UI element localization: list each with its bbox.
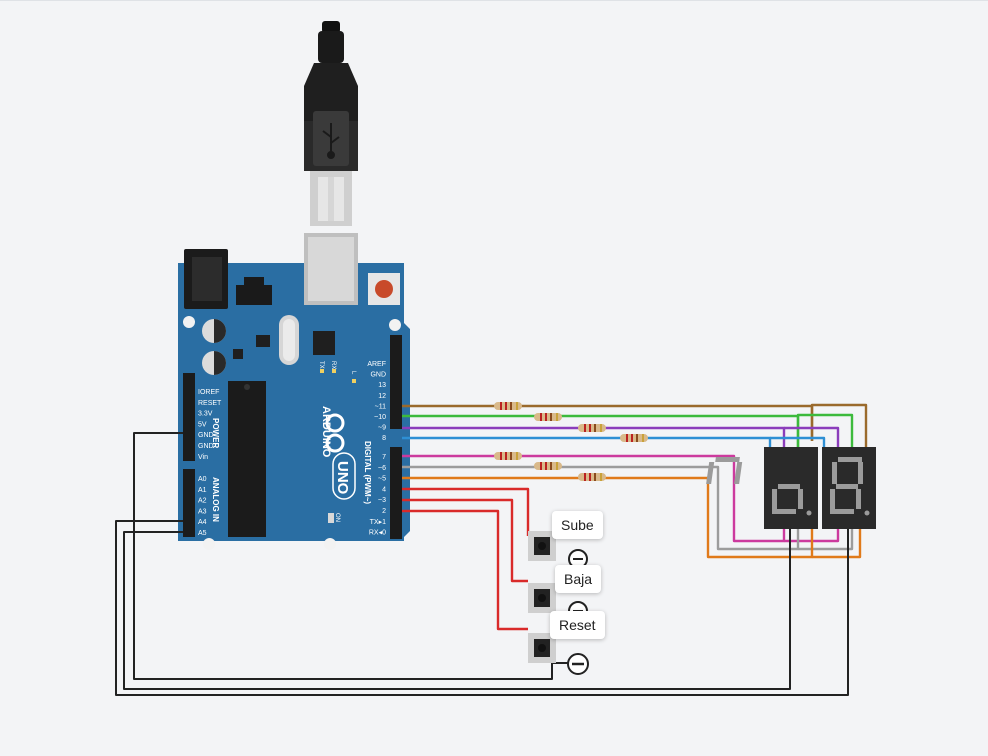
button-wires[interactable]: [402, 487, 530, 631]
pin-label: 13: [378, 382, 386, 389]
digital-pin-labels: AREF GND 13 12 ~11 ~10 ~9 8 7 ~6 ~5 4 ~3 2TX▸1RX◂0: [367, 361, 386, 537]
wire-blue-2: [770, 436, 826, 447]
pin-label: A4: [198, 519, 207, 526]
pin-label: ~5: [378, 476, 386, 483]
arduino-board[interactable]: ARDUINO UNO TX RX L ON POWER ANALOG IN D…: [178, 233, 410, 550]
pin-label: ~11: [375, 403, 386, 410]
svg-text:ANALOG IN: ANALOG IN: [211, 477, 220, 522]
pin-label: ~9: [378, 425, 386, 432]
pushbutton-baja[interactable]: [528, 583, 556, 613]
wire-brown: [402, 404, 814, 441]
tooltip-reset: Reset: [550, 611, 605, 639]
power-pin-labels: IOREF RESET 3.3V 5V GND GND Vin: [198, 389, 222, 461]
pin-label: ~10: [374, 414, 386, 421]
pin-label: A0: [198, 476, 207, 483]
pin-label: Vin: [198, 454, 208, 461]
display-right[interactable]: [822, 447, 876, 529]
pin-label: 3.3V: [198, 411, 213, 418]
pin-label: IOREF: [198, 389, 219, 396]
minus-terminal-icon[interactable]: [568, 549, 588, 569]
atmega-chip: [228, 381, 266, 537]
pin-label: 2: [382, 508, 386, 515]
pin-label: GND: [370, 372, 386, 379]
pin-label: TX▸1: [370, 519, 386, 526]
svg-text:ON: ON: [334, 513, 340, 522]
wire-brown-2: [810, 403, 868, 447]
pin-label: GND: [198, 443, 214, 450]
wire-orange: [402, 476, 814, 559]
svg-text:DIGITAL (PWM~): DIGITAL (PWM~): [363, 441, 372, 504]
pin-label: A2: [198, 498, 207, 505]
minus-terminal-icon[interactable]: [567, 653, 589, 675]
signal-wires[interactable]: [402, 403, 868, 559]
pin-label: ~6: [378, 465, 386, 472]
pin-label: 8: [382, 435, 386, 442]
arduino-logo: [325, 413, 345, 453]
pin-label: RESET: [198, 400, 222, 407]
pin-label: 12: [378, 393, 386, 400]
pin-label: RX◂0: [369, 530, 386, 537]
wire-gray: [402, 465, 800, 551]
pin-label: 7: [382, 454, 386, 461]
wire-purple-2: [784, 426, 840, 447]
board-brand: ARDUINO: [320, 406, 332, 458]
pin-label: A1: [198, 487, 207, 494]
svg-text:RX: RX: [330, 361, 336, 369]
tooltip-baja: Baja: [555, 565, 602, 593]
wire-blue: [402, 436, 772, 447]
usb-cable[interactable]: [304, 21, 358, 226]
wire-orange-2: [812, 529, 862, 559]
wire-pink-2: [784, 529, 840, 543]
reset-button[interactable]: [368, 273, 400, 305]
board-model-badge: UNO: [332, 452, 356, 500]
wire-pink: [402, 454, 786, 543]
pin-label: 4: [382, 486, 386, 493]
pin-label: AREF: [367, 361, 386, 368]
pin-label: ~3: [378, 497, 386, 504]
pin-label: 5V: [198, 421, 207, 428]
svg-text:POWER: POWER: [211, 418, 220, 448]
resistors[interactable]: [494, 402, 648, 481]
pin-label: A5: [198, 530, 207, 537]
wire-green-2: [796, 413, 854, 447]
svg-text:TX: TX: [318, 361, 324, 369]
pushbutton-sube[interactable]: [528, 531, 556, 561]
pin-label: GND: [198, 432, 214, 439]
svg-text:L: L: [350, 371, 356, 375]
display-left[interactable]: [706, 447, 818, 529]
pin-label: A3: [198, 508, 207, 515]
svg-text:UNO: UNO: [334, 461, 351, 495]
usb-icon: [322, 123, 340, 159]
wire-gray-2: [798, 529, 854, 551]
tooltip-sube: Sube: [552, 511, 603, 539]
